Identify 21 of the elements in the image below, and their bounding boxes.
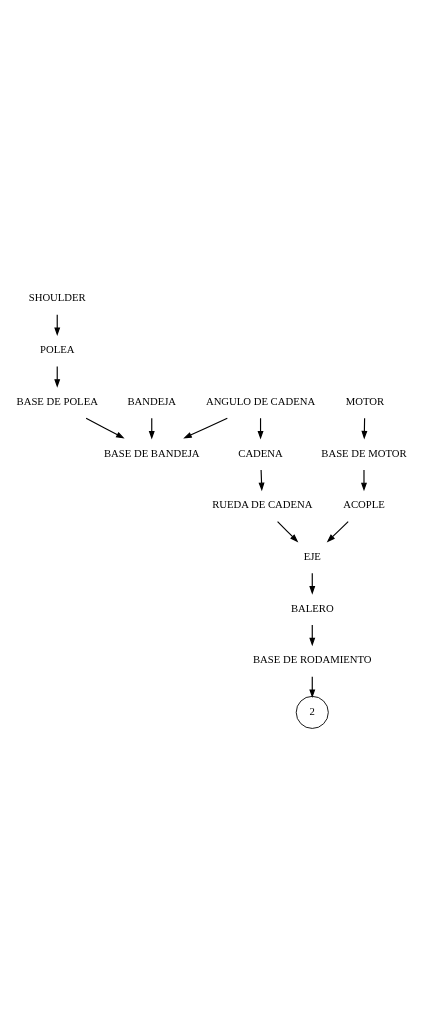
arrow bbox=[361, 468, 367, 491]
node-text: BASE DE POLEA bbox=[16, 394, 98, 407]
arrow bbox=[183, 417, 228, 438]
node-text: BANDEJA bbox=[127, 394, 177, 407]
arrow bbox=[85, 417, 125, 439]
node-text: RUEDA DE CADENA bbox=[212, 497, 313, 510]
node-text: MOTOR bbox=[345, 394, 385, 407]
node-text: EJE bbox=[303, 549, 321, 562]
node-text: BALERO bbox=[290, 601, 334, 614]
arrow bbox=[326, 520, 349, 542]
node-text: BASE DE RODAMIENTO bbox=[252, 652, 372, 665]
arrow bbox=[277, 520, 299, 542]
node-text: POLEA bbox=[40, 342, 75, 355]
node-text: ACOPLE bbox=[343, 497, 385, 510]
node-text: BASE DE BANDEJA bbox=[103, 446, 200, 459]
node-text: CADENA bbox=[238, 446, 283, 459]
node-text: ANGULO DE CADENA bbox=[205, 394, 316, 407]
node-text: BASE DE MOTOR bbox=[321, 446, 407, 459]
node-text: SHOULDER bbox=[28, 290, 86, 303]
arrow bbox=[258, 468, 265, 491]
node-circle: 2 bbox=[295, 695, 329, 729]
